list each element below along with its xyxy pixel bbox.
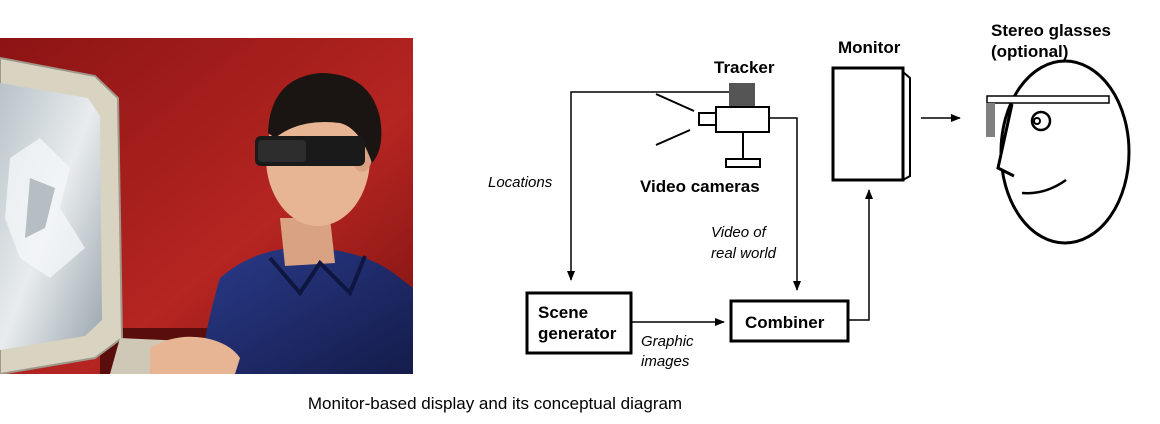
video-cameras-label: Video cameras bbox=[640, 177, 760, 196]
scene-generator-box bbox=[525, 291, 633, 355]
camera-view-line-bottom bbox=[655, 129, 691, 146]
stereo-glasses-bar bbox=[986, 95, 1110, 104]
tracker-label: Tracker bbox=[714, 58, 775, 77]
hand bbox=[150, 336, 240, 374]
combiner-box bbox=[729, 299, 850, 343]
locations-label: Locations bbox=[488, 174, 553, 191]
monitor-box bbox=[831, 66, 905, 182]
monitor-depth bbox=[902, 71, 911, 181]
combiner-to-monitor-arrow bbox=[848, 189, 873, 321]
viewer-nose bbox=[996, 103, 1015, 178]
scene-generator-label-1: Scene bbox=[538, 303, 588, 322]
camera-body bbox=[715, 106, 770, 133]
hair bbox=[268, 73, 382, 163]
screen-image-detail bbox=[25, 178, 55, 238]
graphic-images-label-2: images bbox=[641, 353, 690, 370]
photo-monitor-user bbox=[0, 38, 413, 374]
glasses-lens bbox=[258, 140, 306, 162]
combiner-label: Combiner bbox=[745, 313, 825, 332]
figure-caption: Monitor-based display and its conceptual… bbox=[307, 394, 683, 413]
stereo-glasses-label-2: (optional) bbox=[991, 42, 1068, 61]
graphic-images-label-1: Graphic bbox=[641, 333, 694, 350]
collar bbox=[268, 255, 367, 297]
camera-base bbox=[725, 158, 761, 168]
monitor-label: Monitor bbox=[838, 38, 901, 57]
shirt bbox=[200, 247, 413, 374]
viewer-mouth bbox=[1021, 178, 1067, 195]
viewer-head bbox=[999, 59, 1131, 245]
stereo-glasses-label-1: Stereo glasses bbox=[991, 21, 1111, 40]
camera-view-line-top bbox=[655, 93, 695, 112]
neck bbox=[280, 218, 335, 266]
video-of-real-world-label-2: real world bbox=[711, 245, 777, 262]
video-of-real-world-label-1: Video of bbox=[711, 224, 768, 241]
tracker-block bbox=[729, 83, 755, 107]
video-arrow bbox=[769, 117, 801, 291]
locations-arrow bbox=[567, 91, 729, 281]
viewer-pupil bbox=[1033, 117, 1041, 125]
stereo-glasses-lens bbox=[986, 103, 995, 137]
scene-generator-label-2: generator bbox=[538, 324, 617, 343]
camera-lens bbox=[698, 112, 717, 126]
